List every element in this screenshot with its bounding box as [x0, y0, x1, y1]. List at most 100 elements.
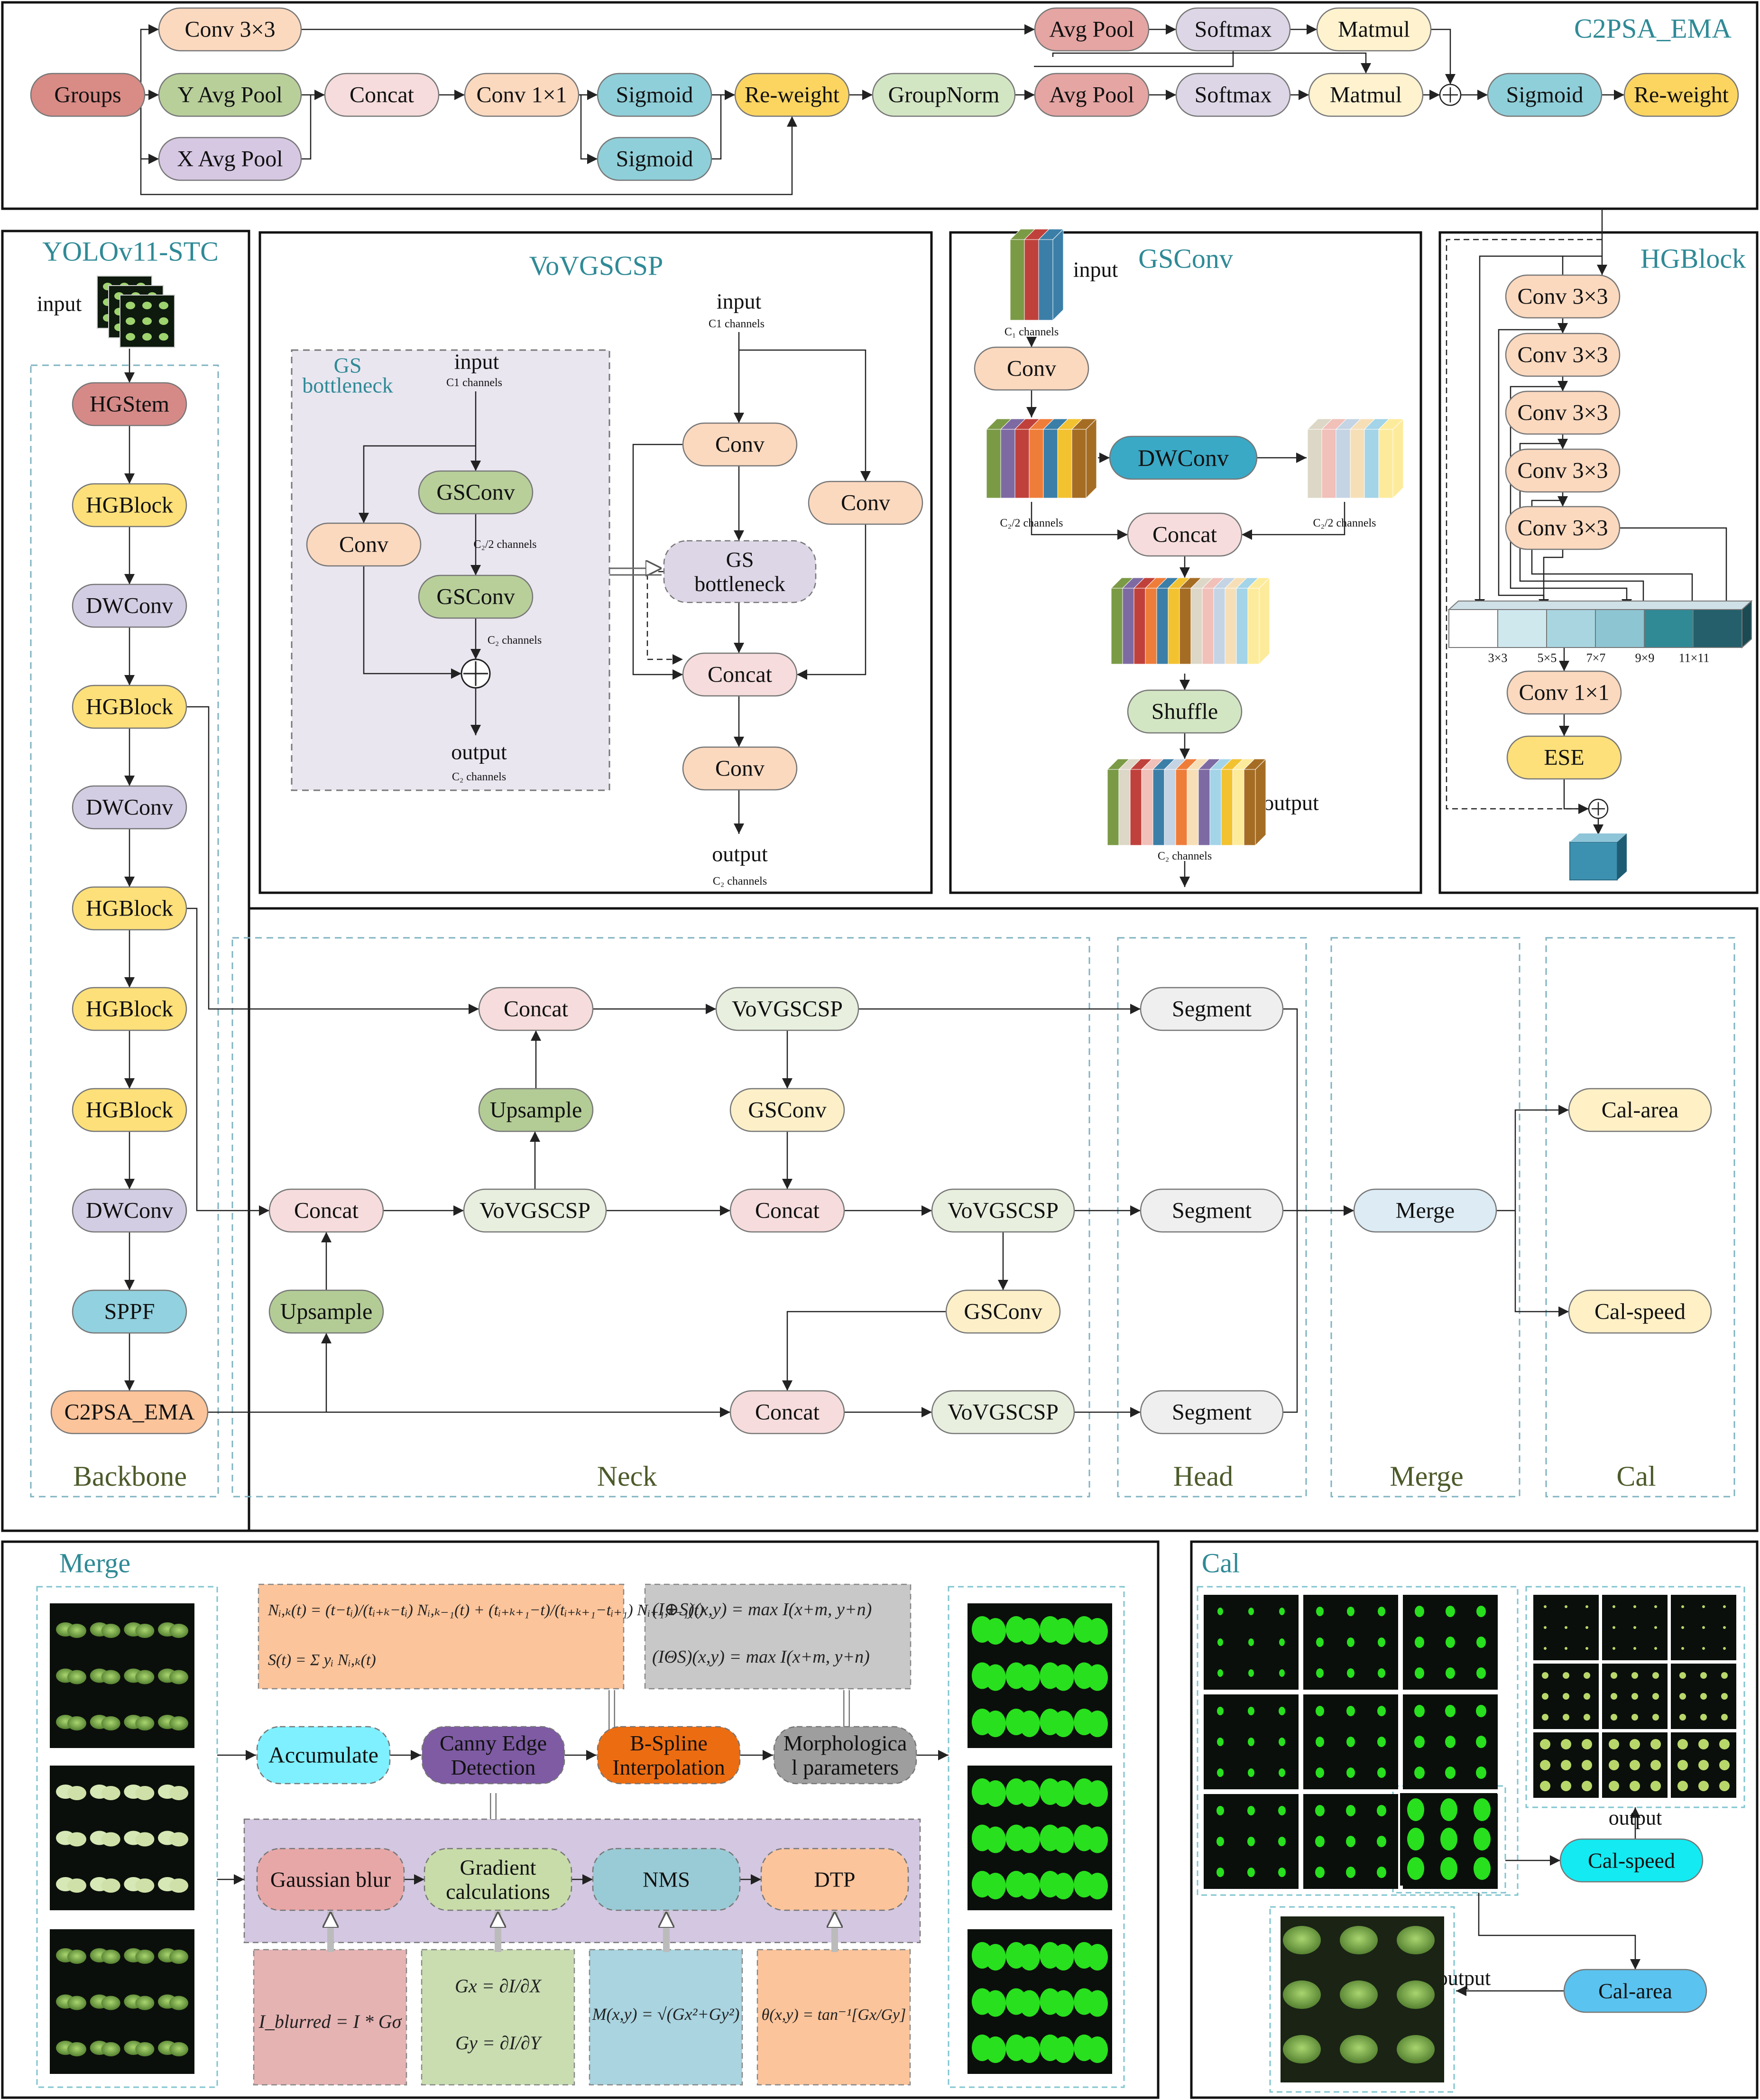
hgblock-conv3x3-2-node: Conv 3×3: [1505, 333, 1621, 377]
speed-leaf: [1654, 1647, 1657, 1650]
speed-leaf: [1654, 1605, 1657, 1608]
panel-hgblock: [1438, 231, 1759, 894]
cal-leaf: [1315, 1805, 1325, 1816]
speed-leaf: [1544, 1647, 1547, 1650]
speed-leaf: [1563, 1693, 1569, 1700]
speed-leaf: [1650, 1739, 1661, 1749]
single-leaf: [1474, 1798, 1491, 1821]
groupnorm-node-box: [872, 73, 1016, 117]
avgpool-a-node: Avg Pool: [1034, 7, 1150, 52]
concat-c2psa-node-label: Concat: [350, 83, 415, 108]
merge-dtp-node-label: DTP: [814, 1868, 856, 1892]
speed-leaf: [1542, 1693, 1548, 1700]
section-neck-frame: [231, 937, 1090, 1498]
head-label: Head: [1173, 1461, 1234, 1492]
backbone-hgblock-1-node: HGBlock: [72, 483, 187, 527]
sigmoid-c-node-box: [1487, 73, 1603, 117]
matmul-b-node-label: Matmul: [1330, 83, 1402, 108]
seg-leaf: [1019, 1990, 1040, 2017]
backbone-hgblock-4-node: HGBlock: [72, 987, 187, 1031]
cal-leaf: [1445, 1736, 1456, 1748]
cal-leaf: [1279, 1638, 1285, 1646]
kernel-size-label: 11×11: [1679, 651, 1710, 665]
backbone-sppf-node-label: SPPF: [104, 1299, 155, 1324]
vov-title: VoVGSCSP: [529, 250, 663, 281]
x-avg-pool-node-label: X Avg Pool: [177, 147, 283, 172]
speed-leaf: [1677, 1760, 1688, 1770]
hgblock-ese-node-box: [1506, 735, 1622, 780]
cal-leaf: [1278, 1837, 1286, 1846]
merge-nms-node-label: NMS: [643, 1868, 690, 1892]
photo-leaf: [135, 1670, 155, 1684]
merge-input-frame: [36, 1586, 218, 2088]
neck-concat-mid-right-node-label: Concat: [755, 1198, 820, 1223]
cal-leaf: [1378, 1668, 1385, 1678]
seg-leaf: [1087, 1618, 1108, 1645]
x-avg-pool-node-box: [158, 137, 302, 181]
cal-leaf: [1279, 1738, 1285, 1746]
gsconv-mid-tensor: [986, 418, 1097, 499]
photo-leaf: [135, 1996, 155, 2010]
vov-gs-bottleneck-node-label: bottleneck: [694, 572, 785, 596]
concat-c2psa-node-box: [324, 73, 440, 117]
yolo-input-label: input: [37, 292, 82, 316]
single-leaf: [1440, 1857, 1457, 1880]
cal-area-frame: [1269, 1906, 1455, 2093]
speed-leaf: [1719, 1739, 1730, 1749]
cal-leaf: [1415, 1667, 1424, 1679]
seedling-dot: [126, 302, 135, 309]
single-leaf: [1440, 1798, 1457, 1821]
connector: [739, 349, 871, 481]
conv1x1-c2psa-node: Conv 1×1: [464, 73, 580, 117]
sigmoid-c-node-label: Sigmoid: [1506, 83, 1584, 108]
seg-leaf: [985, 1826, 1006, 1853]
matmul-a-node: Matmul: [1316, 7, 1432, 52]
backbone-dwconv-3-node: DWConv: [72, 1188, 187, 1233]
connector: [140, 95, 797, 195]
seg-leaf: [985, 2036, 1006, 2063]
speed-leaf: [1702, 1626, 1705, 1629]
speed-leaf: [1677, 1781, 1688, 1791]
cal-leaf: [1316, 1767, 1324, 1778]
hg-concat-bar-segment: [1693, 609, 1742, 648]
backbone-hgblock-4-node-label: HGBlock: [86, 997, 173, 1022]
cal-leaf: [1377, 1767, 1386, 1778]
area-leaf: [1340, 1980, 1378, 2009]
neck-vovgscsp-bottom-node-label: VoVGSCSP: [948, 1400, 1059, 1425]
connector: [632, 444, 683, 680]
gsconv-output-tensor: [1106, 758, 1267, 846]
seg-leaf: [1053, 1873, 1074, 1899]
sigmoid-b-node-box: [597, 137, 712, 181]
speed-leaf: [1582, 1781, 1592, 1791]
merge-node-box: [1353, 1188, 1497, 1233]
single-leaf: [1407, 1857, 1424, 1880]
speed-leaf: [1631, 1693, 1638, 1700]
connector: [1474, 255, 1563, 610]
backbone-dwconv-3-node-box: [72, 1188, 187, 1233]
vov-conv-bottom-node-label: Conv: [715, 756, 765, 781]
speed-leaf: [1544, 1605, 1547, 1608]
softmax-a-node: Softmax: [1175, 7, 1291, 52]
seg-leaf: [1053, 1826, 1074, 1853]
seg-leaf: [1019, 1664, 1040, 1691]
seg-leaf: [985, 1944, 1006, 1970]
single-leaf: [1407, 1828, 1424, 1850]
hgblock-conv1x1-node: Conv 1×1: [1506, 670, 1622, 715]
neck-concat-mid-left-node: Concat: [268, 1188, 384, 1233]
cal-area-output-label: output: [1437, 1967, 1491, 1990]
seedling-dot: [126, 317, 135, 325]
neck-concat-bottom-node-box: [729, 1390, 845, 1434]
gsconv-input-tensor: [1009, 228, 1064, 321]
photo-leaf: [101, 1832, 120, 1847]
speed-leaf: [1652, 1672, 1659, 1679]
reweight-b-node-box: [1623, 73, 1739, 117]
cal-leaf: [1445, 1705, 1456, 1717]
backbone-dwconv-2-node: DWConv: [72, 785, 187, 830]
photo-leaf: [101, 1996, 120, 2010]
speed-leaf: [1540, 1781, 1550, 1791]
gsconv-output-label: output: [1263, 791, 1319, 815]
area-leaf: [1283, 2035, 1321, 2063]
cal-area-node: Cal-area: [1568, 1088, 1712, 1132]
neck-concat-bottom-node-label: Concat: [755, 1400, 820, 1425]
